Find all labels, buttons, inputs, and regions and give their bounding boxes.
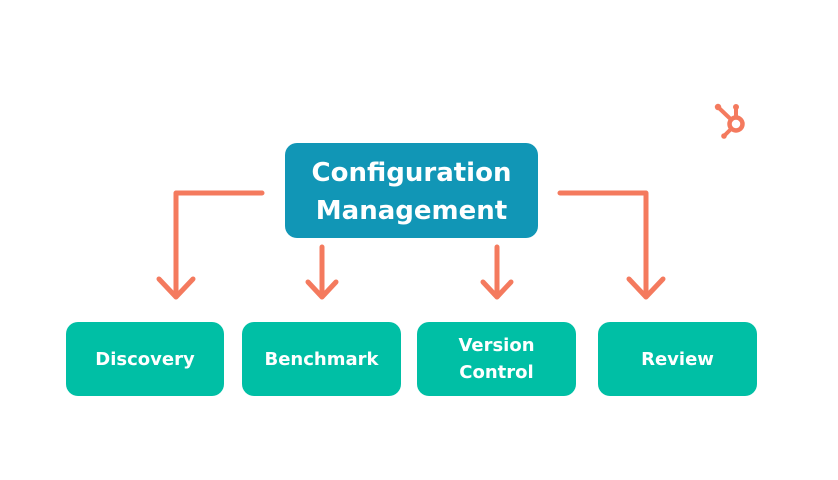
arrowhead-review	[626, 276, 666, 300]
benchmark-node: Benchmark	[242, 322, 401, 396]
hubspot-sprocket-icon	[714, 103, 745, 139]
arrow-to-review	[557, 190, 649, 299]
arrowhead-version-control	[480, 279, 514, 300]
root-label: Configuration Management	[311, 157, 512, 226]
review-node: Review	[598, 322, 757, 396]
arrow-to-discovery	[173, 190, 265, 299]
arrowhead-benchmark	[305, 279, 339, 300]
arrowhead-discovery	[156, 276, 196, 300]
benchmark-label: Benchmark	[264, 348, 379, 370]
version-control-label: Version Control	[458, 335, 535, 383]
configuration-management-node: Configuration Management	[285, 143, 538, 238]
review-label: Review	[641, 348, 714, 370]
discovery-node: Discovery	[66, 322, 224, 396]
discovery-label: Discovery	[95, 348, 195, 370]
version-control-node: Version Control	[417, 322, 576, 396]
